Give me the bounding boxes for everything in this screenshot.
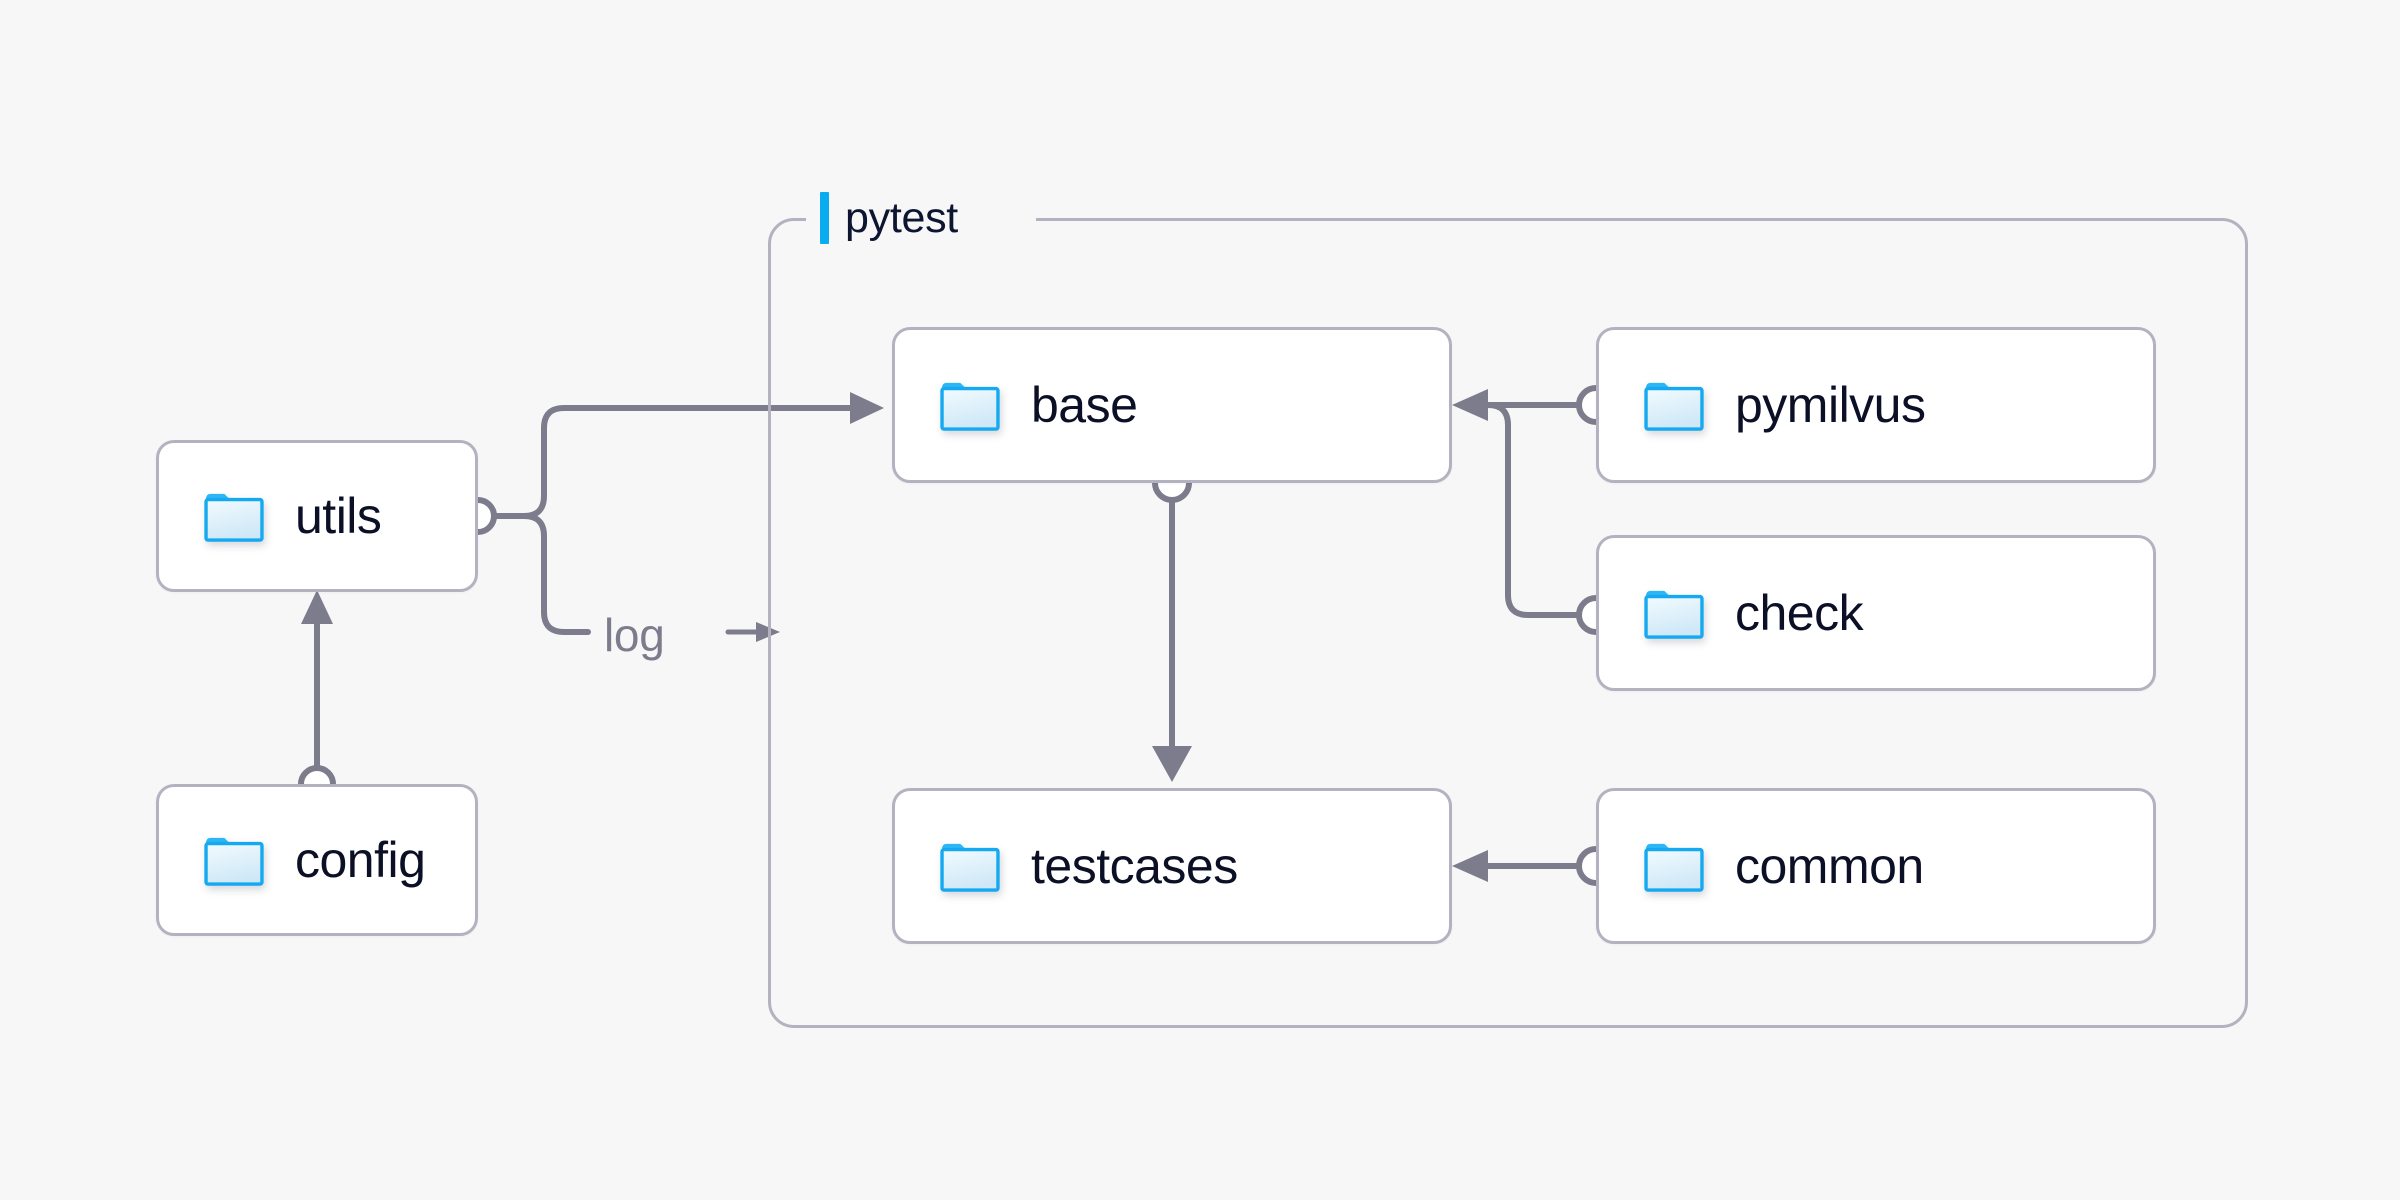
group-title: pytest (820, 192, 958, 244)
group-accent-bar (820, 192, 829, 244)
node-label: base (1031, 377, 1138, 433)
edge-label-log-text: log (604, 609, 665, 661)
edge-utils-to-log (491, 513, 591, 635)
group-title-label: pytest (845, 193, 958, 242)
edge-config-to-utils (298, 590, 336, 803)
folder-icon (940, 843, 1000, 892)
node-label: testcases (1031, 838, 1238, 894)
folder-icon (204, 837, 264, 886)
node-label: utils (295, 488, 382, 544)
node-label: config (295, 832, 426, 888)
group-pytest[interactable] (768, 218, 2248, 1028)
node-check[interactable]: check (1596, 535, 2156, 691)
node-base[interactable]: base (892, 327, 1452, 483)
folder-icon (1644, 590, 1704, 639)
node-label: check (1735, 585, 1864, 641)
folder-icon (940, 382, 1000, 431)
node-label: pymilvus (1735, 377, 1926, 433)
node-label: common (1735, 838, 1924, 894)
node-common[interactable]: common (1596, 788, 2156, 944)
node-pymilvus[interactable]: pymilvus (1596, 327, 2156, 483)
edge-label-log: log (604, 608, 665, 662)
group-title-mask (806, 212, 1036, 226)
folder-icon (204, 493, 264, 542)
node-config[interactable]: config (156, 784, 478, 936)
node-testcases[interactable]: testcases (892, 788, 1452, 944)
folder-icon (1644, 382, 1704, 431)
node-utils[interactable]: utils (156, 440, 478, 592)
folder-icon (1644, 843, 1704, 892)
